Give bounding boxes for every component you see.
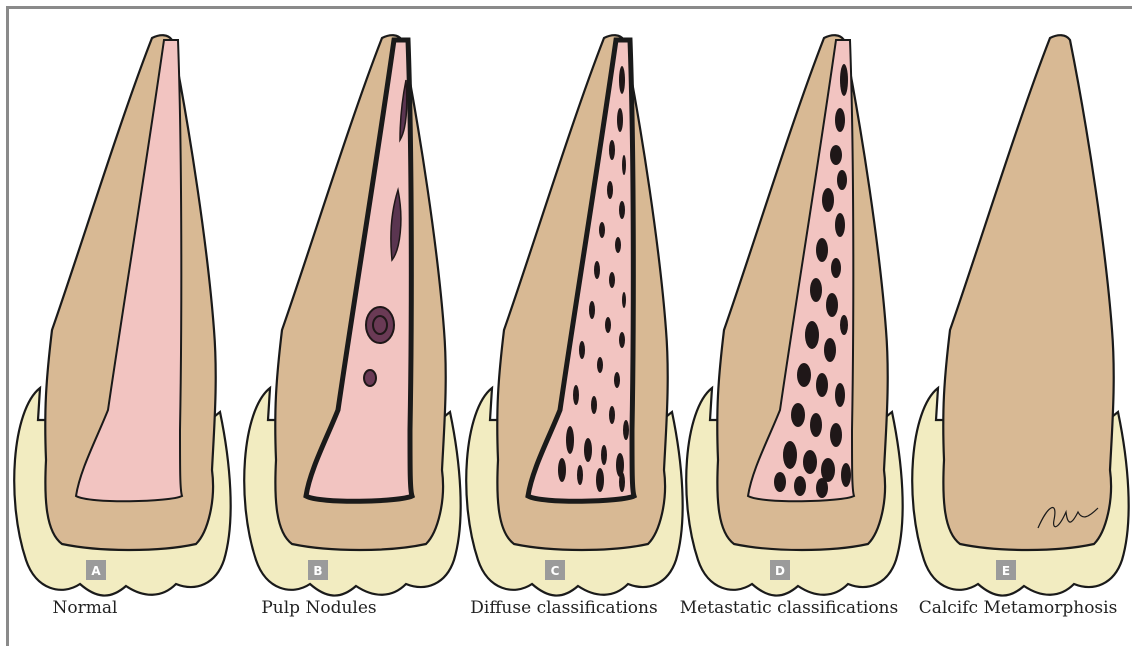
calcification-mass <box>810 413 822 437</box>
dentin-body-obliterated <box>943 35 1113 550</box>
calcification-speck <box>609 140 615 160</box>
panel-a <box>14 35 230 595</box>
calcification-mass <box>797 363 811 387</box>
calcification-mass <box>835 383 845 407</box>
calcification-mass <box>837 170 847 190</box>
calcification-mass <box>841 463 851 487</box>
calcification-speck <box>579 341 585 359</box>
calcification-mass <box>803 450 817 474</box>
calcification-mass <box>816 478 828 498</box>
calcification-mass <box>774 472 786 492</box>
pulp-nodule <box>364 370 376 386</box>
calcification-speck <box>623 420 629 440</box>
tooth-diagram: A Normal B Pulp Nodules C Diffuse classificat… <box>0 0 1132 627</box>
calcification-mass <box>805 321 819 349</box>
calcification-mass <box>794 476 806 496</box>
calcification-speck <box>617 108 623 132</box>
calcification-mass <box>830 423 842 447</box>
panel-badge-letter: E <box>1002 564 1010 578</box>
calcification-mass <box>824 338 836 362</box>
calcification-mass <box>810 278 822 302</box>
calcification-mass <box>830 145 842 165</box>
panel-d <box>686 35 902 595</box>
calcification-mass <box>835 213 845 237</box>
calcification-speck <box>619 201 625 219</box>
calcification-speck <box>573 385 579 405</box>
calcification-speck <box>601 445 607 465</box>
calcification-speck <box>619 472 625 492</box>
panel-caption: Pulp Nodules <box>261 598 376 618</box>
panel-badge-letter: D <box>775 564 785 578</box>
calcification-speck <box>607 181 613 199</box>
panel-caption: Calcifc Metamorphosis <box>919 598 1118 618</box>
panel-badge-letter: A <box>91 564 101 578</box>
calcification-speck <box>609 406 615 424</box>
panel-b <box>244 35 460 595</box>
panel-c <box>466 35 682 595</box>
calcification-speck <box>622 292 626 308</box>
panel-badge-letter: C <box>551 564 560 578</box>
calcification-mass <box>835 108 845 132</box>
calcification-speck <box>615 237 621 253</box>
panel-caption: Normal <box>53 598 118 618</box>
calcification-speck <box>558 458 566 482</box>
calcification-mass <box>822 188 834 212</box>
calcification-speck <box>577 465 583 485</box>
calcification-mass <box>831 258 841 278</box>
calcification-speck <box>589 301 595 319</box>
calcification-speck <box>594 261 600 279</box>
panel-e <box>912 35 1128 595</box>
calcification-speck <box>605 317 611 333</box>
calcification-speck <box>622 155 626 175</box>
calcification-mass <box>840 315 848 335</box>
calcification-speck <box>599 222 605 238</box>
calcification-speck <box>619 332 625 348</box>
calcification-speck <box>591 396 597 414</box>
calcification-mass <box>783 441 797 469</box>
calcification-speck <box>597 357 603 373</box>
calcification-mass <box>826 293 838 317</box>
calcification-mass <box>816 373 828 397</box>
pulp-nodule <box>366 307 394 343</box>
calcification-mass <box>791 403 805 427</box>
calcification-speck <box>614 372 620 388</box>
panel-caption: Metastatic classifications <box>680 598 898 618</box>
calcification-speck <box>596 468 604 492</box>
calcification-speck <box>566 426 574 454</box>
panel-badge-letter: B <box>313 564 322 578</box>
calcification-speck <box>584 438 592 462</box>
calcification-speck <box>619 66 625 94</box>
calcification-mass <box>816 238 828 262</box>
calcification-speck <box>609 272 615 288</box>
panel-caption: Diffuse classifications <box>470 598 657 618</box>
calcification-mass <box>840 64 848 96</box>
